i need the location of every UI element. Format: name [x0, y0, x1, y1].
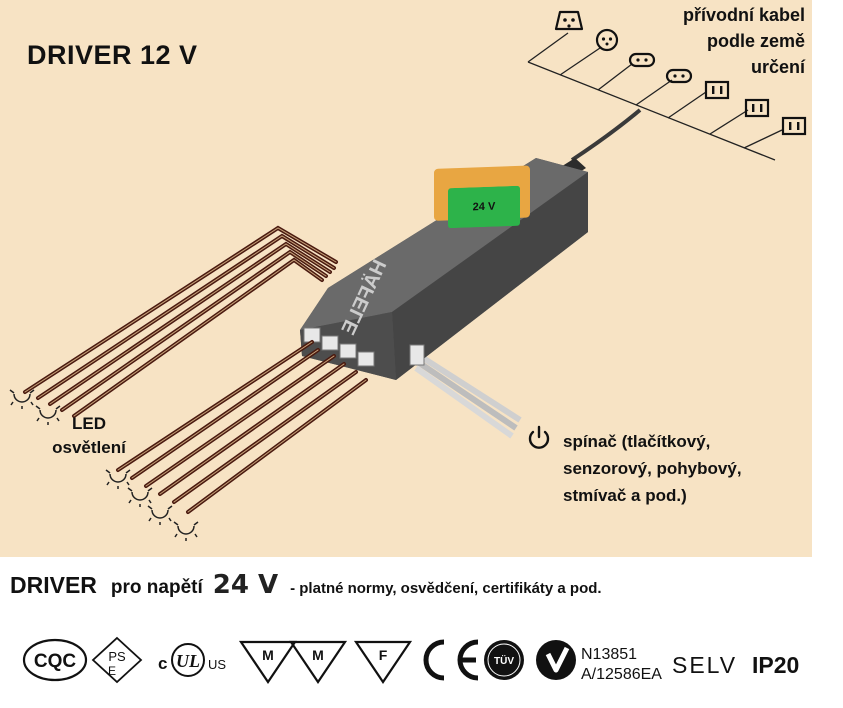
supply-cable-line: podle země [706, 31, 805, 51]
plug-type-i-icon [554, 10, 584, 31]
cert-n-code-1: N13851 [581, 646, 637, 663]
cert-f-mark: F [353, 640, 413, 684]
switch-label-line: stmívač a pod.) [563, 486, 687, 505]
led-wires-upper [23, 225, 338, 418]
cert-ul-us: US [208, 657, 226, 672]
cert-ce-mark [423, 639, 479, 681]
supply-cable-line: určení [750, 57, 805, 77]
led-lamp-icon [9, 389, 199, 541]
led-lighting-label: LED osvětlení [34, 412, 144, 460]
driver-connectors [303, 327, 425, 367]
plug-europlug-icon [628, 52, 656, 68]
cert-n-mark [536, 640, 576, 680]
cert-m1-mark: M [238, 640, 298, 684]
switch-label-line: senzorový, pohybový, [563, 459, 742, 478]
spec-norms: - platné normy, osvědčení, certifikáty a… [290, 580, 602, 597]
supply-cable-label: přívodní kabel podle země určení [605, 2, 805, 80]
driver-spec-line: DRIVER pro napětí 24 V - platné normy, o… [10, 570, 602, 600]
cert-f-text: F [379, 647, 388, 663]
spec-voltage: 24 V [212, 570, 279, 600]
spec-voltage-prefix: pro napětí [110, 577, 203, 598]
cert-cqc-text: CQC [34, 651, 77, 672]
cert-ip20: IP20 [752, 652, 799, 678]
cert-pse-bottom: E [108, 664, 116, 678]
badge-background [448, 185, 520, 229]
cert-m2-mark: M [288, 640, 348, 684]
spec-driver: DRIVER [10, 572, 97, 598]
plug-round-icon [595, 28, 619, 52]
page-title: DRIVER 12 V [27, 40, 198, 70]
cert-ul-mark: c UL US [158, 643, 226, 677]
plug-flat-pin-icon [704, 80, 730, 100]
cert-pse-mark: PS E [91, 636, 143, 684]
cert-ul-glyph: UL [176, 651, 200, 671]
cert-n-code-2: A/12586EA [581, 666, 662, 683]
switch-label-line: spínač (tlačítkový, [563, 432, 711, 451]
cert-tuv-mark: TÜV [484, 640, 524, 680]
driver-voltage-badge: 24 V [448, 185, 520, 229]
cert-selv: SELV [672, 652, 737, 678]
switch-label: spínač (tlačítkový, senzorový, pohybový,… [563, 428, 803, 509]
badge-text: 24 V [472, 200, 496, 214]
plug-flat-pin-icon-2 [744, 98, 770, 118]
led-label-line: osvětlení [52, 438, 126, 457]
plug-fan-lines [527, 32, 783, 161]
cert-m2-text: M [312, 647, 324, 663]
led-label-line: LED [72, 414, 106, 433]
led-wires-lower [116, 340, 368, 514]
plug-europlug-icon-2 [665, 68, 693, 84]
plug-flat-pin-icon-3 [781, 116, 807, 136]
cert-tuv-text: TÜV [494, 654, 514, 667]
switch-cable [414, 353, 522, 439]
power-switch-icon [528, 425, 550, 449]
supply-cable-line: přívodní kabel [682, 5, 805, 25]
cert-cqc-mark: CQC [22, 638, 88, 682]
cert-m1-text: M [262, 647, 274, 663]
cert-ul-c: c [158, 654, 167, 673]
cert-pse-top: PS [108, 649, 126, 664]
